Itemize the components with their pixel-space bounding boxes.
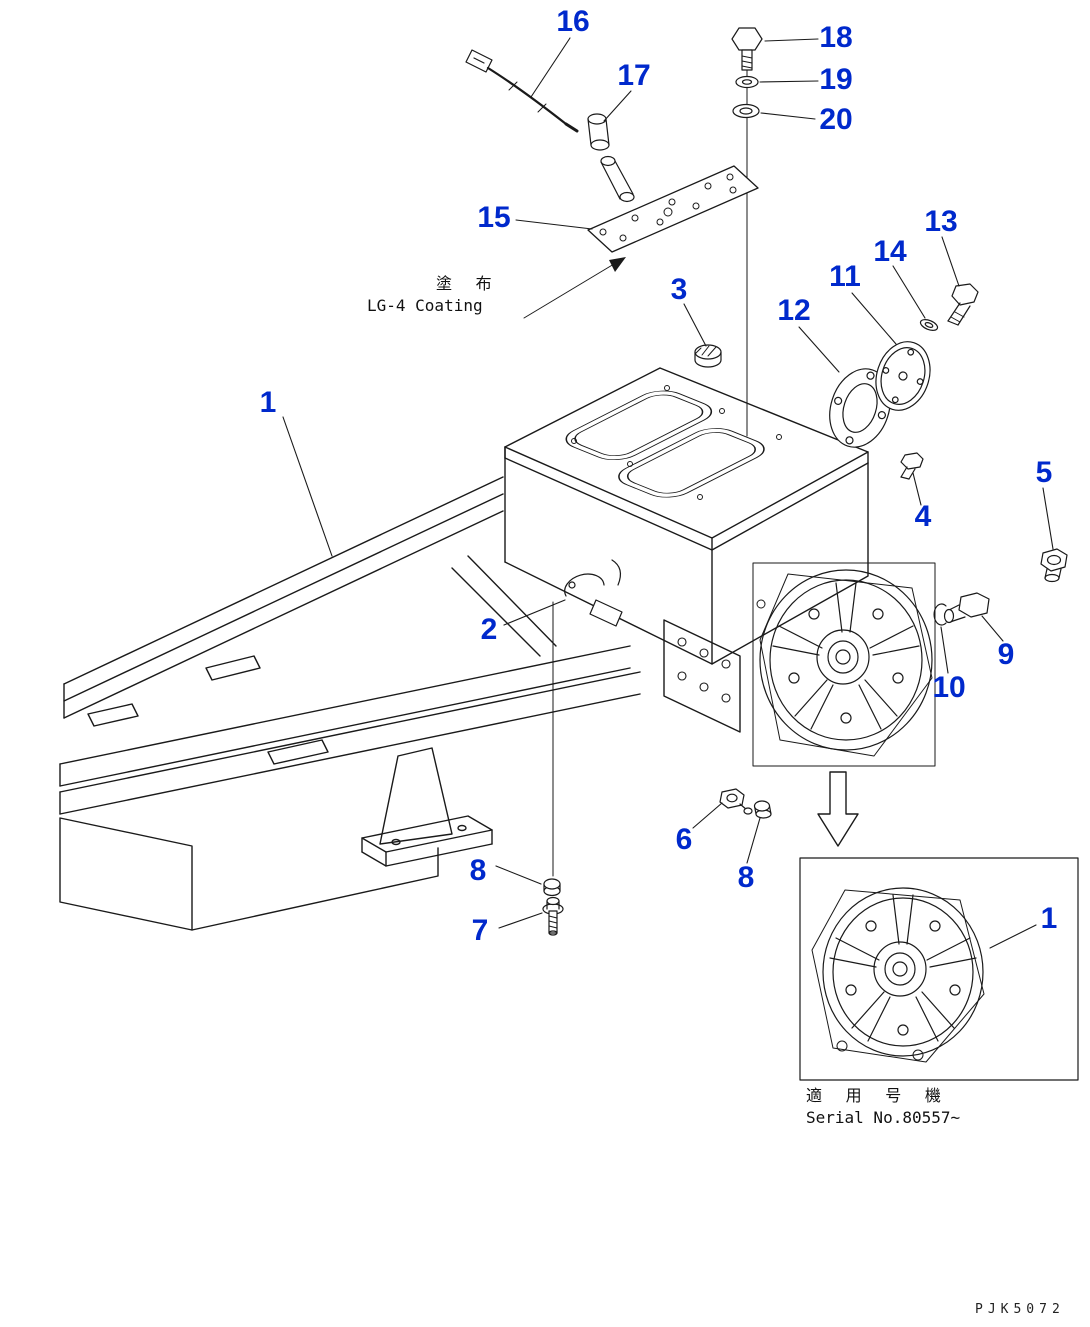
part-14-washer-drawing	[919, 319, 939, 331]
inset-detail-drawing	[799, 857, 1079, 1081]
callout-1: 1	[259, 386, 277, 419]
callout-18: 18	[819, 21, 853, 54]
serial-note: Serial No.80557~	[806, 1108, 961, 1127]
callout-3: 3	[670, 273, 688, 306]
callout-4: 4	[914, 500, 932, 533]
callout-19: 19	[819, 63, 853, 96]
part-9-fitting-drawing	[943, 592, 990, 624]
part-20-seal-washer-drawing	[732, 103, 760, 119]
part-3-plug-drawing	[694, 344, 722, 368]
detail-arrow	[817, 771, 859, 847]
part-4-bolt-drawing	[900, 452, 924, 480]
part-6-plug-drawing	[719, 788, 753, 815]
callout-15: 15	[477, 201, 511, 234]
applicable-note-jp: 適 用 号 機	[806, 1086, 948, 1105]
part-15-cover-drawing	[587, 165, 759, 253]
callout-16: 16	[556, 5, 590, 38]
part-12-flange-drawing	[829, 368, 891, 448]
callout-8-right: 8	[737, 861, 755, 894]
callout-13: 13	[924, 205, 958, 238]
callout-20: 20	[819, 103, 853, 136]
callout-14: 14	[873, 235, 907, 268]
callout-10: 10	[932, 671, 966, 704]
part-13-bolt-drawing	[947, 283, 979, 326]
part-11-cover-drawing	[875, 341, 931, 411]
main-frame-drawing	[59, 476, 641, 931]
callout-12: 12	[777, 294, 811, 327]
part-17-tube-drawing	[587, 113, 635, 203]
drive-wheel-drawing	[752, 562, 936, 767]
part-10-ring-drawing	[933, 603, 947, 626]
callout-8-left: 8	[469, 854, 487, 887]
leader-lines	[282, 37, 1054, 949]
callout-17: 17	[617, 59, 651, 92]
gearbox-housing-drawing	[504, 367, 869, 733]
callout-7: 7	[471, 914, 489, 947]
callout-11: 11	[829, 260, 861, 293]
callout-2: 2	[480, 613, 498, 646]
coating-note-en: LG-4 Coating	[367, 296, 483, 315]
part-8-cap-left-drawing	[543, 878, 561, 897]
part-7-bolt-drawing	[542, 896, 564, 936]
part-8-cap-right-drawing	[753, 800, 772, 819]
drawing-code: PJK5072	[975, 1302, 1065, 1317]
coating-note-jp: 塗 布	[436, 274, 499, 293]
part-18-bolt-drawing	[731, 27, 763, 71]
part-2-clamp-drawing	[564, 559, 623, 627]
part-16-wire-drawing	[465, 49, 579, 133]
callout-9: 9	[997, 638, 1015, 671]
callout-5: 5	[1035, 456, 1053, 489]
part-5-plug-drawing	[1040, 548, 1068, 583]
part-19-washer-drawing	[735, 75, 759, 89]
callout-6: 6	[675, 823, 693, 856]
callout-1-inset: 1	[1040, 902, 1058, 935]
